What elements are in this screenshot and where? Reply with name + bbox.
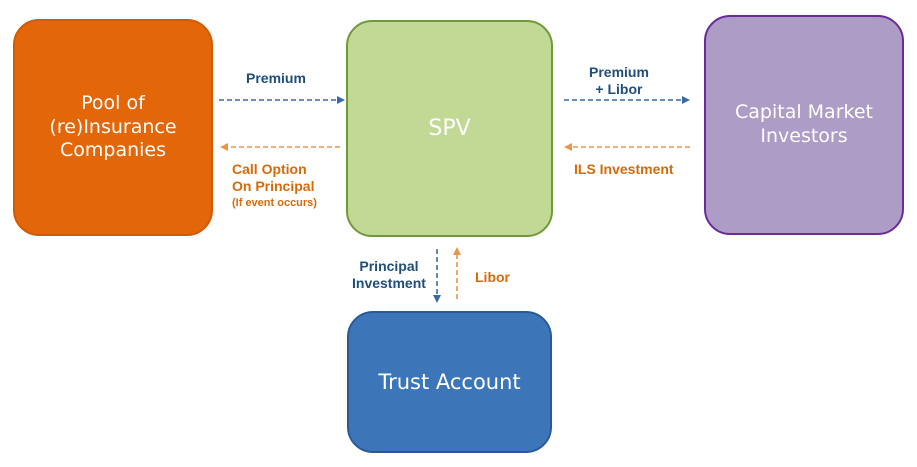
spv-box: SPV — [346, 20, 553, 237]
spv-label: SPV — [428, 115, 471, 141]
pool-reinsurance-box: Pool of (re)Insurance Companies — [13, 19, 213, 236]
trust-account-box: Trust Account — [347, 311, 552, 453]
ils-investment-label: ILS Investment — [574, 161, 674, 177]
principal-investment-label: Principal Investment — [352, 258, 426, 291]
premium-label: Premium — [246, 70, 306, 86]
premium-libor-label: Premium + Libor — [589, 64, 649, 97]
libor-label: Libor — [475, 269, 510, 285]
capital-market-investors-label: Capital Market Investors — [735, 101, 873, 147]
pool-reinsurance-label: Pool of (re)Insurance Companies — [49, 91, 177, 162]
call-option-label: Call Option On Principal — [232, 161, 315, 194]
capital-market-investors-box: Capital Market Investors — [704, 15, 904, 235]
trust-account-label: Trust Account — [378, 369, 521, 394]
call-option-note-label: (If event occurs) — [232, 197, 317, 209]
